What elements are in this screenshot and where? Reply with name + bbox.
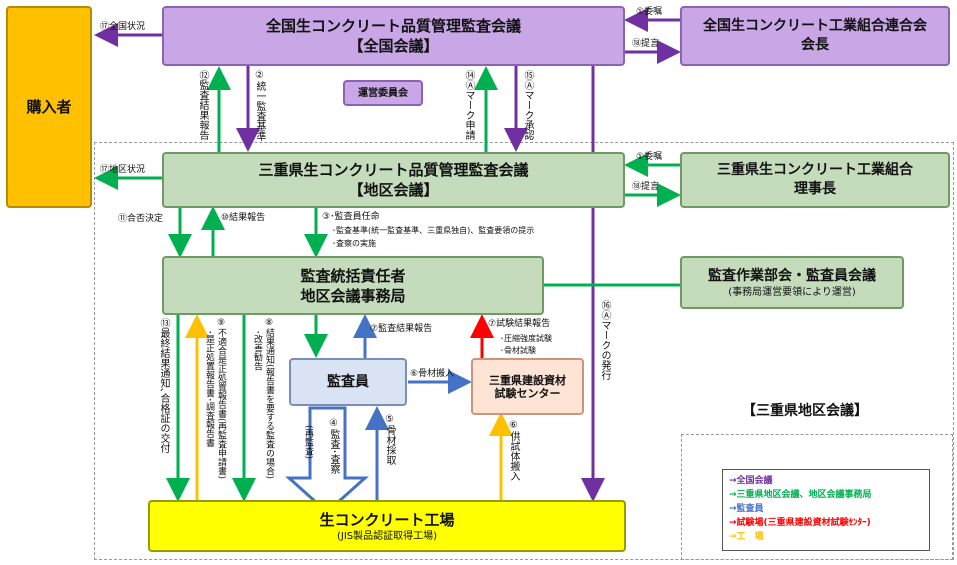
legend-item-national: →全国会議 [729, 476, 773, 486]
national-council-box: 全国生コンクリート品質管理監査会議 【全国会議】 [162, 6, 625, 66]
label-audit-inspection: ④監査･査察 [328, 418, 339, 474]
label-result-report: ⑩結果報告 [221, 213, 266, 223]
inspector-label: 監査員 [327, 373, 369, 390]
label-advice-regional: ⑱提言 [632, 182, 660, 192]
national-federation-role: 会長 [801, 37, 829, 53]
label-reaudit: (再監査) [303, 425, 313, 460]
label-nonconformity: ⑨不適合是正処置報告書(再監査申請書) [216, 318, 226, 480]
label-compression-test: ･圧縮強度試験 [500, 334, 552, 343]
label-inspector-report: ⑦監査結果報告 [370, 324, 433, 334]
label-improvement: ･改善勧告 [252, 330, 262, 371]
purchaser-label: 購入者 [26, 98, 72, 116]
inspector-box: 監査員 [289, 358, 407, 406]
region-title: 【三重県地区会議】 [742, 403, 868, 419]
factory-note: (JIS製品認証取得工場) [336, 530, 438, 542]
label-pass-fail: ⑪合否決定 [118, 214, 164, 224]
label-advice-national: ⑱提言 [632, 39, 660, 49]
label-aggregate-delivery: ⑥骨材搬入 [410, 369, 455, 379]
national-federation-title: 全国生コンクリート工業組合連合会 [703, 18, 927, 34]
chief-auditor-secretariat: 地区会議事務局 [300, 286, 406, 305]
label-mark-application: ⑭Ⓐマーク申請 [463, 70, 474, 140]
factory-box: 生コンクリート工場 (JIS製品認証取得工場) [148, 500, 626, 552]
label-test-report: ⑦試験結果報告 [488, 319, 551, 329]
label-final-notice: ⑬最終結果通知､合格証の交付 [158, 318, 169, 453]
label-correction-report: ･是正処置報告書･調査報告書 [204, 330, 214, 448]
regional-union-box: 三重県生コンクリート工業組合 理事長 [680, 152, 950, 208]
test-center-line2: 試験センター [494, 386, 561, 400]
steering-committee-box: 運営委員会 [343, 80, 423, 106]
label-appoint: ③･監査員任命 [322, 212, 380, 222]
chief-auditor-title: 監査統括責任者 [300, 266, 406, 285]
label-aggregate-test: ･骨材試験 [500, 346, 536, 355]
label-entrust-national: ①委嘱 [636, 7, 663, 17]
label-inspection: ･査察の実施 [332, 239, 376, 248]
label-specimen-delivery: ⑥供試体搬入 [508, 420, 519, 481]
legend: →全国会議 →三重県地区会議、地区会議事務局 →監査員 →試験場(三重県建設資材… [722, 469, 930, 551]
label-mark-approval: ⑮Ⓐマーク承認 [522, 70, 533, 140]
national-council-title: 全国生コンクリート品質管理監査会議 [265, 17, 521, 35]
label-mark-issue: ⑯Ⓐマークの発行 [599, 300, 610, 380]
national-council-subtitle: 【全国会議】 [348, 37, 439, 55]
steering-committee-label: 運営委員会 [358, 87, 408, 99]
legend-item-testlab: →試験場(三重県建設資材試験ｾﾝﾀｰ) [729, 518, 871, 528]
label-unified-standard: ②統一監査基準 [254, 70, 265, 141]
regional-council-title: 三重県生コンクリート品質管理監査会議 [258, 161, 529, 179]
label-national-status: ⑰全国状況 [100, 22, 146, 32]
label-entrust-regional: ①委嘱 [636, 152, 663, 162]
regional-union-role: 理事長 [794, 181, 836, 197]
legend-frame [681, 434, 953, 560]
factory-title: 生コンクリート工場 [319, 510, 455, 529]
working-group-title: 監査作業部会・監査員会議 [708, 267, 876, 284]
legend-item-inspector: →監査員 [729, 504, 764, 514]
label-standards: ･監査基準(統一監査基準、三重県独自)、監査要領の提示 [332, 226, 535, 235]
legend-item-regional: →三重県地区会議、地区会議事務局 [729, 490, 872, 500]
purchaser-box: 購入者 [6, 6, 92, 208]
label-aggregate-sampling: ⑤骨材採取 [384, 414, 395, 465]
arrow-audit-inspection [285, 406, 369, 515]
label-result-notice: ⑧結果通知(報告書を要する監査の場合) [264, 318, 274, 480]
national-federation-box: 全国生コンクリート工業組合連合会 会長 [680, 6, 950, 66]
label-audit-result-report: ⑫監査結果報告 [197, 70, 208, 140]
test-center-line1: 三重県建設資材 [489, 373, 566, 387]
legend-item-factory: →工 場 [729, 532, 764, 542]
label-regional-status: ⑰地区状況 [100, 165, 146, 175]
regional-council-box: 三重県生コンクリート品質管理監査会議 【地区会議】 [162, 152, 625, 208]
chief-auditor-box: 監査統括責任者 地区会議事務局 [162, 256, 544, 315]
regional-council-subtitle: 【地区会議】 [348, 181, 439, 199]
working-group-note: (事務局運営要領により運営) [728, 286, 856, 298]
regional-union-title: 三重県生コンクリート工業組合 [717, 162, 913, 178]
test-center-box: 三重県建設資材 試験センター [471, 358, 584, 415]
working-group-box: 監査作業部会・監査員会議 (事務局運営要領により運営) [680, 256, 904, 309]
